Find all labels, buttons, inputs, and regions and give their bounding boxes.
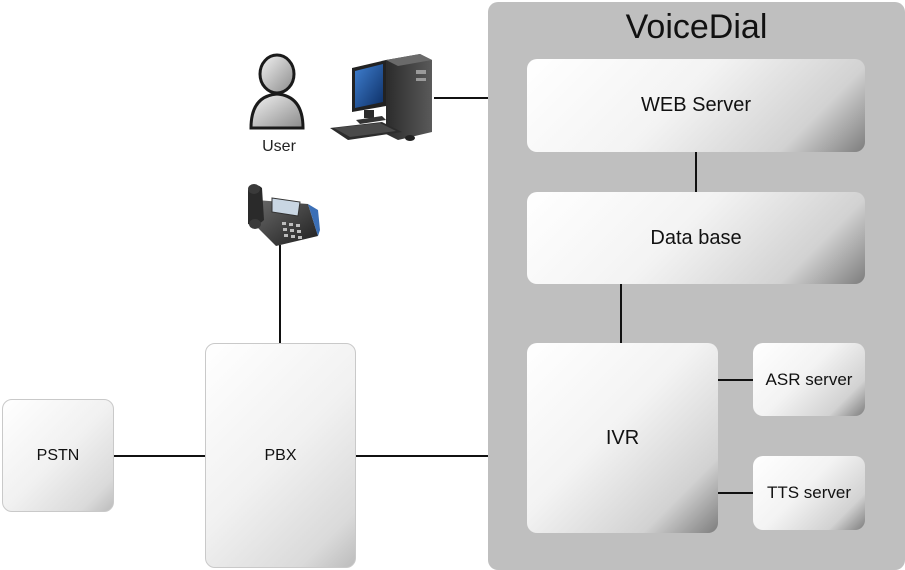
tts-server-label: TTS server [766,483,852,502]
pbx-node: PBX [205,343,356,568]
computer-icon [328,50,434,145]
pbx-label: PBX [264,446,297,464]
connector-ivr-tts [718,492,753,494]
connector-ivr-asr [718,379,753,381]
ivr-node: IVR [527,343,718,533]
connector-web-database [695,152,697,192]
asr-server-node: ASR server [753,343,865,416]
web-server-label: WEB Server [640,94,752,116]
ivr-label: IVR [605,426,640,449]
connector-database-ivr [620,284,622,343]
voicedial-title: VoiceDial [625,8,768,46]
connector-computer-voicedial [434,97,488,99]
user-label: User [262,138,296,155]
database-label: Data base [650,226,742,249]
web-server-node: WEB Server [527,59,865,152]
ip-phone-icon [242,180,320,248]
tts-server-node: TTS server [753,456,865,530]
connector-pbx-voicedial [356,455,488,457]
asr-server-label: ASR server [765,369,853,389]
user-icon [245,52,309,132]
pstn-node: PSTN [2,399,114,512]
connector-pstn-pbx [114,455,205,457]
connector-phone-pbx [279,245,281,343]
database-node: Data base [527,192,865,284]
pstn-label: PSTN [36,446,80,464]
